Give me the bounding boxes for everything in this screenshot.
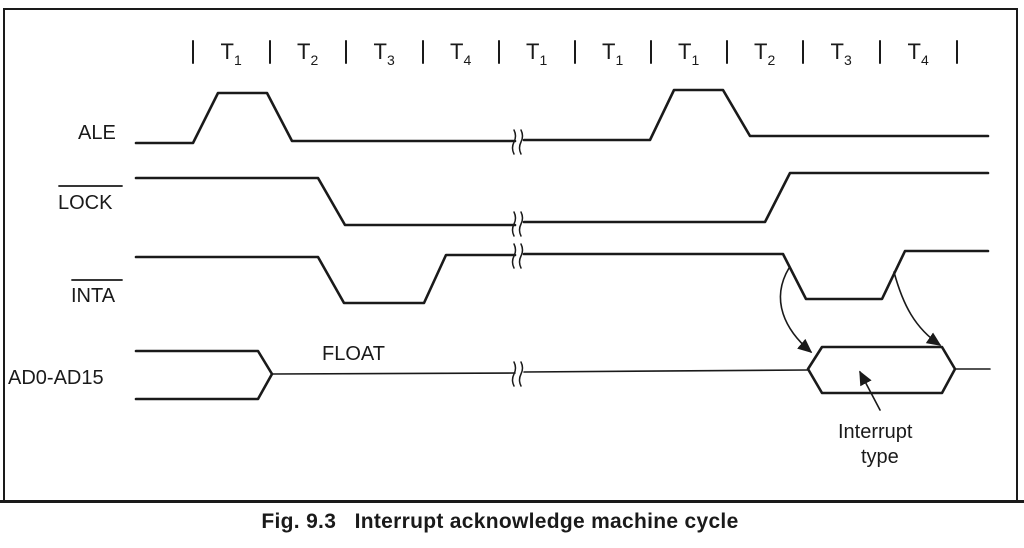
- timing-state-label: T3: [831, 39, 852, 68]
- bus-float-line: [271, 372, 516, 375]
- break-mark-ale: [511, 129, 524, 155]
- timing-state-label: T4: [450, 39, 471, 68]
- timing-state-label: T1: [602, 39, 623, 68]
- signal-label-bus: AD0-AD15: [8, 367, 104, 389]
- lock-waveform-cont: [522, 171, 990, 224]
- break-marks: [511, 129, 524, 387]
- timing-state-label: T1: [678, 39, 699, 68]
- figure-title: Interrupt acknowledge machine cycle: [354, 510, 739, 533]
- ale-waveform-cont: [522, 88, 990, 142]
- break-mark-lock: [511, 211, 524, 237]
- break-mark-inta: [511, 243, 524, 269]
- inta-falling-edge-arrow: [779, 267, 813, 354]
- interrupt-type-label-line2: type: [861, 446, 899, 468]
- timing-state-label: T2: [297, 39, 318, 68]
- signal-label-ale: ALE: [78, 122, 116, 144]
- signal-label-lock: LOCK: [58, 192, 113, 214]
- inta-waveform: [134, 253, 517, 305]
- float-annotation: FLOAT: [322, 343, 385, 365]
- figure-frame-bottom-rule: [0, 500, 1024, 503]
- bus-waveform-upper: [134, 349, 274, 376]
- ale-waveform: [134, 91, 517, 145]
- timing-header: T1 T2 T3 T4 T1 T1 T1 T2 T3 T4: [192, 39, 958, 68]
- interrupt-type-data-window: [806, 345, 957, 395]
- timing-state-label: T3: [374, 39, 395, 68]
- timing-state-label: T2: [754, 39, 775, 68]
- figure-frame: [3, 8, 1018, 502]
- interrupt-type-label-line1: Interrupt: [838, 421, 913, 443]
- bus-waveform-lower: [134, 372, 274, 401]
- bus-float-line-cont: [523, 369, 809, 373]
- lock-waveform: [134, 176, 517, 227]
- interrupt-type-pointer: [859, 370, 881, 411]
- break-mark-bus: [511, 361, 524, 387]
- timing-state-label: T1: [526, 39, 547, 68]
- signal-label-inta: INTA: [71, 285, 116, 307]
- figure-number: Fig. 9.3: [261, 510, 337, 533]
- inta-waveform-cont: [522, 249, 990, 301]
- timing-state-label: T1: [221, 39, 242, 68]
- timing-state-label: T4: [908, 39, 929, 68]
- inta-rising-edge-arrow: [893, 271, 942, 346]
- figure-caption: Fig. 9.3 Interrupt acknowledge machine c…: [0, 510, 1000, 534]
